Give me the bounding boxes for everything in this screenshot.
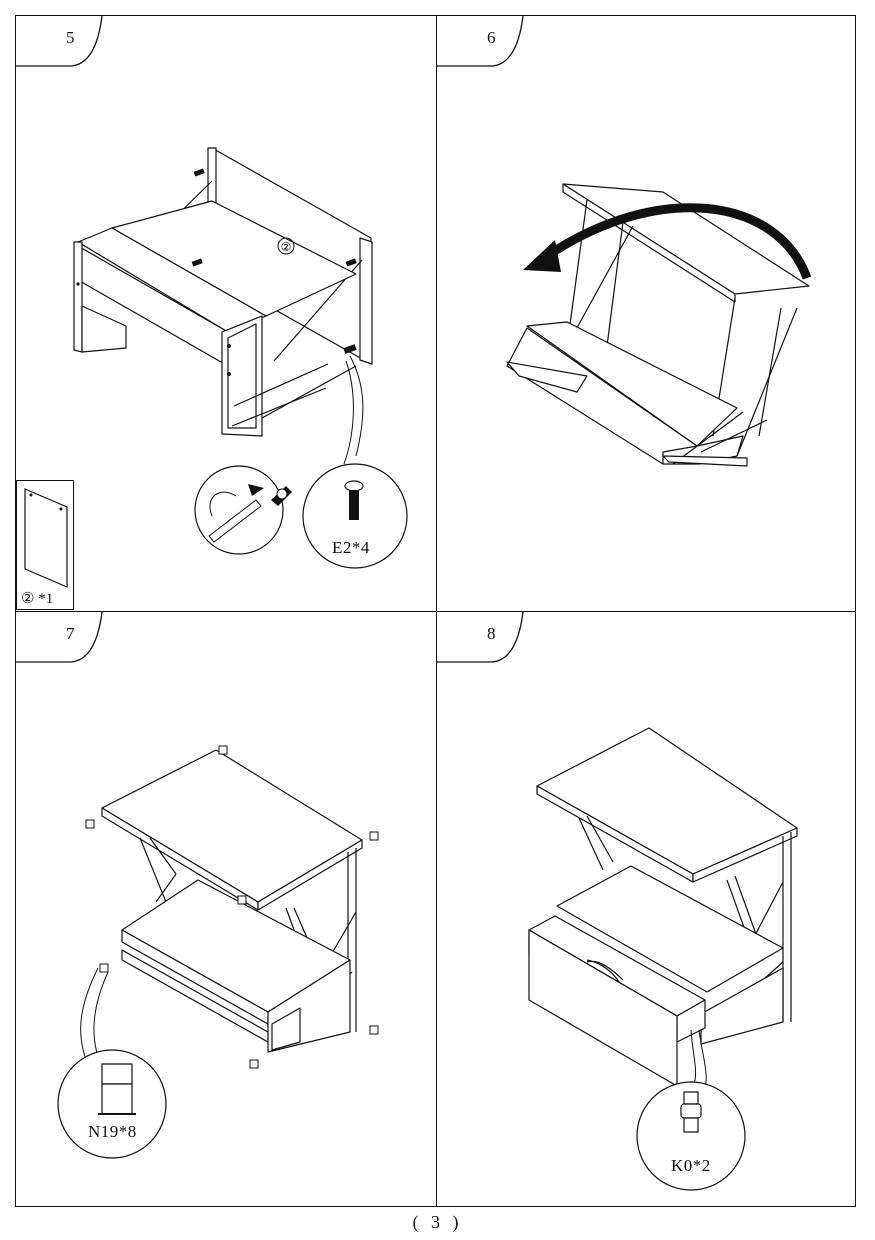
step-7-illustration xyxy=(16,612,436,1206)
step-8-illustration xyxy=(437,612,855,1206)
step-tab: 7 xyxy=(16,612,104,664)
step-tab: 5 xyxy=(16,16,104,68)
part-inset: ② *1 xyxy=(16,480,74,610)
step-6-illustration xyxy=(437,16,855,611)
fastener-label-k0: K0*2 xyxy=(671,1156,711,1175)
page-number: ( 3 ) xyxy=(412,1212,463,1232)
step-number: 6 xyxy=(487,28,496,47)
step-panel-7: 7 xyxy=(16,612,436,1206)
step-number: 8 xyxy=(487,624,496,643)
step-panel-6: 6 xyxy=(437,16,855,611)
step-number: 5 xyxy=(66,28,75,47)
panel-marker: ② xyxy=(281,240,292,254)
panel-divider-horizontal xyxy=(15,611,856,612)
step-number: 7 xyxy=(66,624,75,643)
panel-part-icon xyxy=(17,481,75,591)
fastener-label-n19: N19*8 xyxy=(88,1122,137,1141)
step-tab: 8 xyxy=(437,612,525,664)
step-panel-8: 8 xyxy=(437,612,855,1206)
step-tab: 6 xyxy=(437,16,525,68)
step-5-illustration: ② xyxy=(16,16,436,611)
fastener-label-e2: E2*4 xyxy=(332,538,370,557)
part-label: ② *1 xyxy=(21,591,54,607)
step-panel-5: 5 xyxy=(16,16,436,611)
